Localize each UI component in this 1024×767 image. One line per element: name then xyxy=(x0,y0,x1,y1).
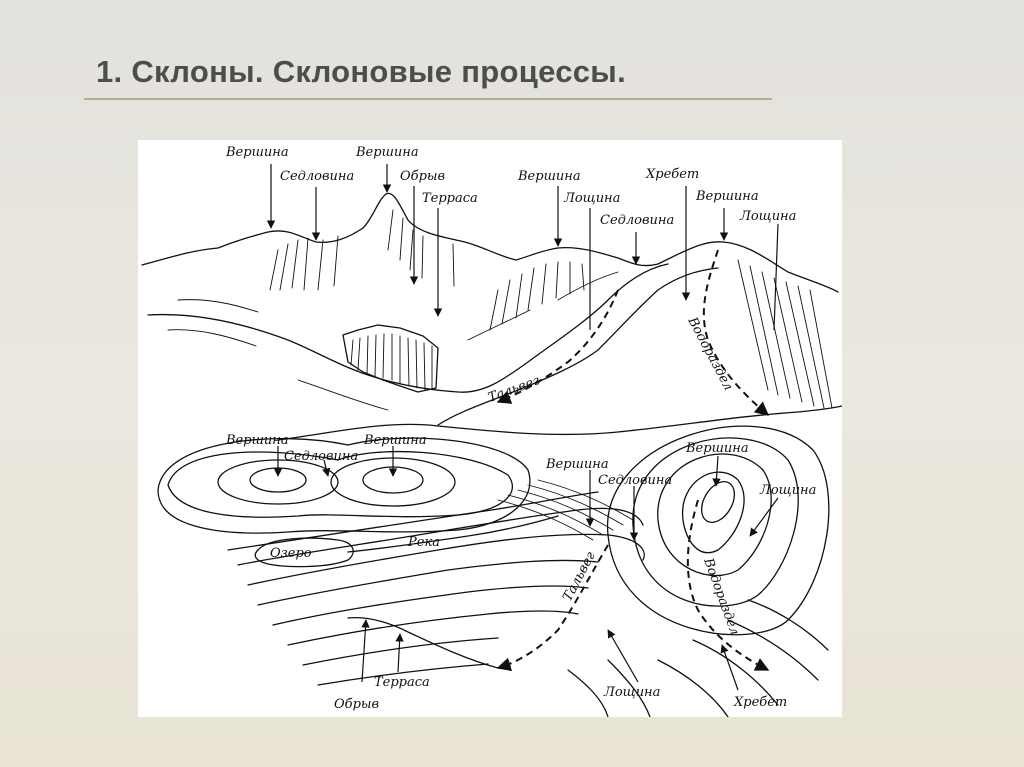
label-vodorazdel: Водораздел xyxy=(684,314,736,393)
valley-contours xyxy=(227,491,645,686)
map-label-sedlovina-2: Седловина xyxy=(598,473,672,488)
label-vershina-3: Вершина xyxy=(517,169,581,184)
label-loshchina-2: Лощина xyxy=(739,209,796,224)
map-label-loshchina-1: Лощина xyxy=(759,483,816,498)
valley-left-slope xyxy=(147,263,669,393)
label-sedlovina-1: Седловина xyxy=(280,169,354,184)
label-vershina-4: Вершина xyxy=(695,189,759,204)
map-label-terrasa: Терраса xyxy=(374,675,430,690)
label-hrebet: Хребет xyxy=(645,167,699,182)
label-obryv: Обрыв xyxy=(400,169,445,184)
terrace-cliff-line xyxy=(347,616,499,669)
landscape-vodorazdel-line xyxy=(702,249,770,416)
right-contours xyxy=(567,425,830,717)
map-vodorazdel-line xyxy=(686,499,770,671)
landscape-sketch: Вершина Седловина Вершина Обрыв Терраса … xyxy=(141,145,842,441)
slope-hatching xyxy=(167,209,833,411)
label-sedlovina-2: Седловина xyxy=(600,213,674,228)
map-label-vershina-4: Вершина xyxy=(685,441,749,456)
map-label-ozero: Озеро xyxy=(270,546,312,561)
map-label-loshchina-2: Лощина xyxy=(603,685,660,700)
cliff-block xyxy=(342,324,439,393)
map-label-reka: Река xyxy=(407,535,440,550)
foreground-ridge xyxy=(277,405,842,441)
river-line xyxy=(347,515,559,553)
map-label-vershina-2: Вершина xyxy=(363,433,427,448)
label-vershina-2: Вершина xyxy=(355,145,419,160)
slope-contours xyxy=(497,479,634,541)
map-label-vodorazdel: Водораздел xyxy=(700,555,742,637)
mountain-skyline xyxy=(141,192,839,293)
landscape-talveg-line xyxy=(496,289,619,404)
valley-right-slope xyxy=(437,267,719,426)
map-label-talveg: Тальвег xyxy=(560,549,599,604)
slide-title: 1. Склоны. Склоновые процессы. xyxy=(96,54,626,89)
contour-map: Вершина Седловина Вершина Вершина Седлов… xyxy=(157,425,830,717)
map-label-vershina-1: Вершина xyxy=(225,433,289,448)
map-talveg-line xyxy=(496,544,609,672)
map-label-sedlovina-1: Седловина xyxy=(284,449,358,464)
map-label-vershina-3: Вершина xyxy=(545,457,609,472)
label-terrasa: Терраса xyxy=(422,191,478,206)
relief-figure: Вершина Седловина Вершина Обрыв Терраса … xyxy=(138,140,842,717)
map-label-arrows xyxy=(273,446,779,691)
label-talveg: Тальвег xyxy=(486,373,542,406)
label-loshchina-1: Лощина xyxy=(563,191,620,206)
lake-shape xyxy=(254,537,354,568)
label-vershina-1: Вершина xyxy=(225,145,289,160)
map-label-hrebet: Хребет xyxy=(733,695,787,710)
relief-diagram: Вершина Седловина Вершина Обрыв Терраса … xyxy=(141,145,842,717)
map-label-obryv: Обрыв xyxy=(334,697,379,712)
landscape-label-arrows xyxy=(266,164,779,331)
title-divider xyxy=(84,98,772,100)
